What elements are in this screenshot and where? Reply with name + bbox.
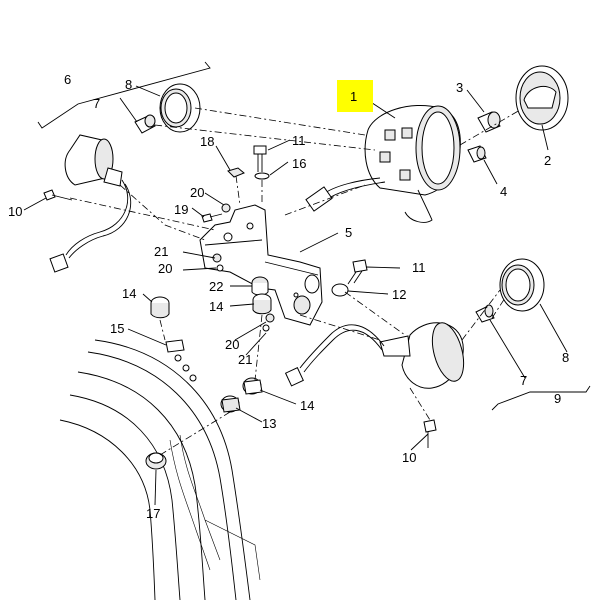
callout-8-right: 8 [562,350,569,365]
callout-2: 2 [544,153,551,168]
callout-3: 3 [456,80,463,95]
callout-10-left: 10 [8,204,22,219]
callout-labels: 1 2 3 4 5 6 7 7 8 8 9 10 10 11 11 12 13 … [8,72,569,521]
callout-7-right: 7 [520,373,527,388]
callout-20-top: 20 [190,185,204,200]
callout-20-low: 20 [225,337,239,352]
hardware [43,145,437,470]
callout-21-low: 21 [238,352,252,367]
callout-11-mid: 11 [412,260,426,275]
bulb-right [475,304,495,323]
turn-signal-left [49,134,132,273]
lens-rim-right [499,258,545,312]
callout-13: 13 [262,416,276,431]
highlight-box [337,80,373,112]
callout-9: 9 [554,391,561,406]
callout-8-left: 8 [125,77,132,92]
callout-10-right: 10 [402,450,416,465]
headlamp [305,104,461,223]
callout-19: 19 [174,202,188,217]
callout-18: 18 [200,134,214,149]
callout-6: 6 [64,72,71,87]
assembly-lines [69,107,521,456]
group-bracket-9 [491,385,591,411]
callout-5: 5 [345,225,352,240]
headlamp-rim [515,65,569,131]
callout-17: 17 [146,506,160,521]
callout-12: 12 [392,287,406,302]
callout-7-left: 7 [93,96,100,111]
callout-20-mid: 20 [158,261,172,276]
callout-4: 4 [500,184,507,199]
bulb-socket [467,145,487,163]
callout-15: 15 [110,321,124,336]
callout-16: 16 [292,156,306,171]
bulb-left [134,114,156,134]
callout-21-top: 21 [154,244,168,259]
lens-rim-left [159,83,201,133]
callout-22: 22 [209,279,223,294]
group-bracket-6 [37,61,211,129]
callout-14-left: 14 [122,286,136,301]
mounting-bracket [199,204,323,326]
callout-11-top: 11 [292,133,306,148]
fender [59,339,261,600]
turn-signal-right [284,322,465,389]
bulb [477,111,501,133]
callout-14-low: 14 [300,398,314,413]
callout-1: 1 [350,89,357,104]
callout-14-mid: 14 [209,299,223,314]
